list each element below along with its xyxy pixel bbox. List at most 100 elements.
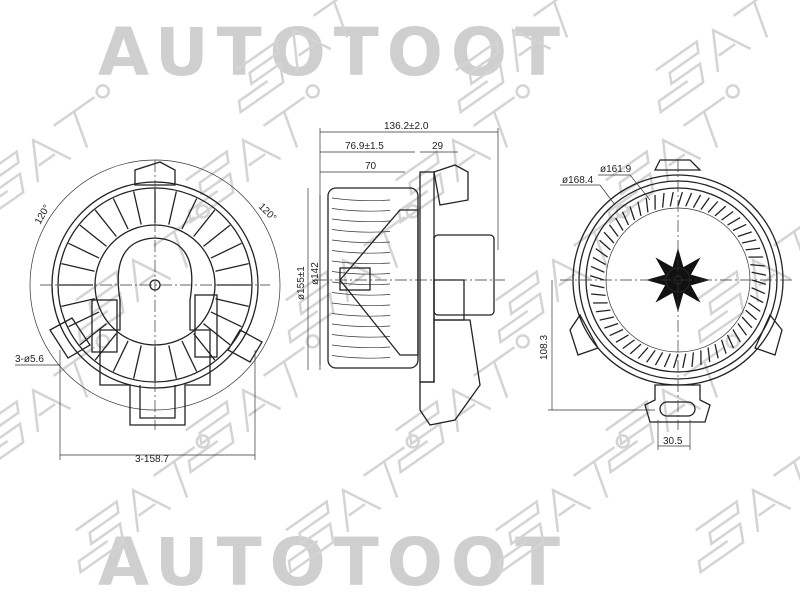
impeller-blade — [750, 263, 765, 267]
impeller-blade — [629, 343, 642, 355]
front-bolt-circle-label: 3-158.7 — [135, 454, 169, 465]
impeller-blade — [672, 353, 679, 369]
impeller-blade — [669, 192, 674, 207]
impeller-blade — [685, 192, 693, 207]
impeller-blade — [608, 224, 619, 237]
impeller-blade — [604, 322, 619, 329]
impeller-blade — [599, 239, 611, 251]
impeller-blade — [590, 284, 605, 289]
impeller-blade — [727, 217, 741, 226]
fan-rib — [181, 198, 198, 230]
impeller-blade — [622, 339, 635, 350]
impeller-blade — [745, 309, 757, 321]
front-holes-label: 3-ø5.6 — [15, 354, 44, 365]
side-view: 136.2±2.0 76.9±1.5 29 70 ø155±1 ø142 — [296, 121, 505, 426]
impeller-blade — [663, 353, 671, 368]
impeller-blade — [720, 339, 727, 354]
side-blade — [331, 208, 391, 212]
fan-rib — [210, 311, 242, 328]
rear-view: 108.3 30.5 ø168.4 ø161.9 — [539, 159, 795, 450]
impeller-blade — [645, 197, 649, 213]
impeller-blade — [615, 334, 629, 343]
impeller-blade — [609, 328, 624, 337]
side-blade — [331, 271, 391, 275]
fan-rib — [68, 311, 100, 328]
sat-logo-watermark — [495, 204, 630, 345]
impeller-blade — [590, 265, 605, 273]
fan-rib — [168, 191, 177, 225]
impeller-blade — [732, 329, 741, 343]
sat-logo-watermark — [395, 334, 530, 475]
impeller-blade — [654, 352, 664, 366]
fan-rib — [193, 209, 216, 237]
impeller-blade — [721, 210, 734, 221]
impeller-blade — [691, 352, 695, 367]
fan-rib — [215, 298, 249, 307]
impeller-blade — [714, 205, 727, 217]
fan-rib — [61, 263, 95, 272]
impeller-blade — [677, 191, 684, 207]
side-length-a-label: 76.9±1.5 — [345, 141, 384, 152]
front-angle-left-label: 120° — [33, 203, 53, 226]
sat-logo-watermark — [285, 434, 420, 575]
fan-rib — [94, 333, 117, 361]
side-diameter-outer-label: ø155±1 — [296, 266, 307, 300]
fan-rib — [168, 345, 177, 379]
impeller-blade — [589, 274, 605, 281]
side-length-c-label: 70 — [365, 161, 377, 172]
sat-logo-watermark — [455, 0, 576, 115]
sat-logo-watermark — [185, 334, 320, 475]
side-blade — [331, 281, 391, 286]
impeller-blade — [682, 353, 687, 368]
fan-rib — [61, 298, 95, 307]
fan-rib — [112, 198, 129, 230]
side-overall-length-label: 136.2±2.0 — [384, 121, 429, 132]
impeller-blade — [637, 347, 649, 359]
sat-logo-watermark — [235, 0, 356, 115]
rear-diameter-inner-label: ø161.9 — [600, 164, 632, 175]
impeller-blade — [646, 350, 656, 363]
fan-rib — [193, 333, 216, 361]
impeller-blade — [751, 287, 766, 295]
impeller-blade — [748, 302, 761, 312]
side-blade — [331, 229, 391, 233]
fan-rib — [133, 191, 142, 225]
impeller-blade — [707, 347, 711, 363]
impeller-blade — [707, 201, 719, 213]
sat-logo-watermark — [695, 446, 800, 575]
rear-diameter-outer-label: ø168.4 — [562, 175, 594, 186]
impeller-blade — [726, 334, 735, 349]
side-blade — [331, 334, 391, 338]
sat-logo-watermark — [395, 84, 530, 225]
fan-rib — [210, 242, 242, 259]
side-length-b-label: 29 — [432, 141, 444, 152]
impeller-blade — [629, 206, 636, 221]
impeller-blade — [737, 231, 752, 238]
impeller-blade — [741, 316, 753, 329]
fan-rib — [68, 242, 100, 259]
impeller-blade — [621, 211, 630, 226]
impeller-blade — [750, 294, 764, 304]
fan-rib — [181, 340, 198, 372]
impeller-blade — [595, 309, 611, 313]
impeller-blade — [714, 343, 719, 359]
side-blade — [331, 239, 391, 244]
impeller-blade — [661, 193, 665, 208]
impeller-blade — [751, 279, 767, 286]
front-view: 3-158.7 3-ø5.6 120° 120° — [15, 159, 281, 465]
front-angle-right-label: 120° — [256, 201, 278, 223]
fan-rib — [203, 224, 231, 247]
rear-connector-width-label: 30.5 — [663, 436, 683, 447]
impeller-blade — [591, 293, 606, 297]
fan-rib — [79, 323, 107, 346]
impeller-blade — [741, 239, 757, 244]
impeller-blade — [692, 194, 702, 208]
impeller-blade — [732, 223, 747, 232]
sat-logo-watermark — [75, 204, 210, 345]
impeller-blade — [751, 271, 766, 276]
impeller-blade — [637, 201, 642, 217]
side-blade — [331, 313, 391, 317]
sat-logo-watermark — [695, 216, 800, 345]
side-blade — [331, 250, 391, 254]
